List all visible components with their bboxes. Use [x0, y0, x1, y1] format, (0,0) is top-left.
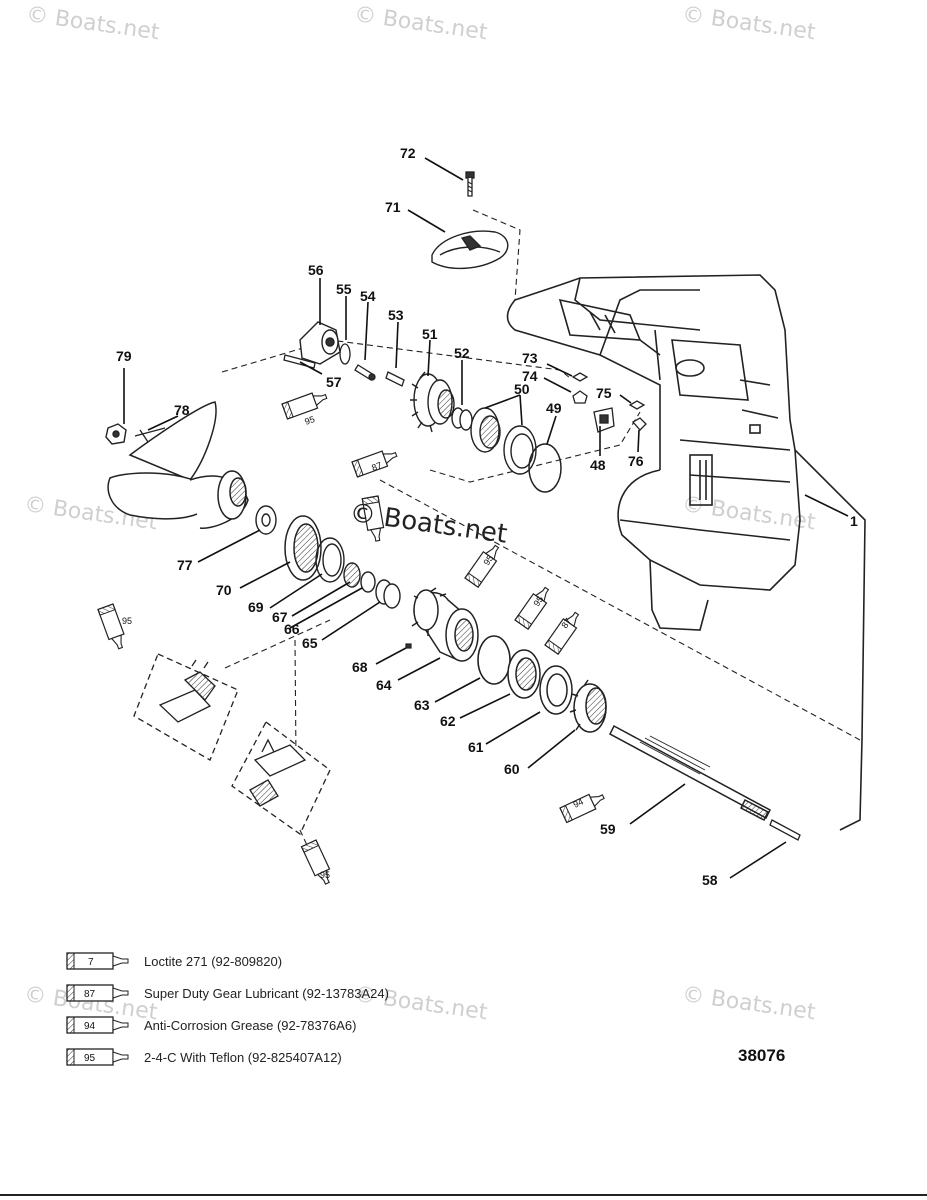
callout-78: 78 — [174, 402, 190, 418]
callout-66: 66 — [284, 621, 300, 637]
callout-51: 51 — [422, 326, 438, 342]
callout-69: 69 — [248, 599, 264, 615]
legend-row-7: 7 Loctite 271 (92-809820) — [66, 950, 486, 982]
bottom-divider — [0, 1194, 927, 1196]
legend-row-87: 87 Super Duty Gear Lubricant (92-13783A2… — [66, 982, 486, 1014]
callout-60: 60 — [504, 761, 520, 777]
legend-tube-95: 95 — [66, 1048, 129, 1066]
part-55-ring — [339, 343, 351, 365]
tube-label-95-far-right: 95 — [531, 594, 545, 608]
tube-label-95-bottom: 95 — [320, 870, 330, 880]
part-54-pin — [354, 364, 376, 381]
parts-73-76-fasteners — [571, 372, 647, 433]
legend-tube-7: 7 — [66, 952, 129, 970]
grease-tube-87-far-right — [544, 608, 584, 655]
callout-76: 76 — [628, 453, 644, 469]
tube-label-87-far-right: 87 — [559, 616, 573, 630]
tube-label-95-right: 95 — [481, 553, 495, 567]
propeller — [107, 401, 249, 529]
part-67-seal — [343, 562, 361, 588]
callout-73: 73 — [522, 350, 538, 366]
callout-59: 59 — [600, 821, 616, 837]
part-64-bearing-carrier — [411, 587, 479, 662]
detail-view-shift-cam-2 — [231, 721, 331, 835]
callout-67: 67 — [272, 609, 288, 625]
part-50-bearing — [470, 407, 537, 475]
tube-label-87-mid: 87 — [370, 460, 383, 473]
figure-number: 38076 — [738, 1046, 786, 1065]
tube-label-94: 94 — [572, 797, 585, 810]
callout-71: 71 — [385, 199, 401, 215]
legend-text-94: Anti-Corrosion Grease (92-78376A6) — [144, 1018, 357, 1033]
legend-row-94: 94 Anti-Corrosion Grease (92-78376A6) — [66, 1014, 486, 1046]
callout-58: 58 — [702, 872, 718, 888]
detail-view-shift-cam-1 — [133, 653, 239, 761]
part-70-hub — [284, 515, 322, 581]
callout-72: 72 — [400, 145, 416, 161]
callout-63: 63 — [414, 697, 430, 713]
part-53-pin — [385, 371, 405, 387]
part-59-propeller-shaft — [609, 724, 771, 822]
grease-tube-95-top — [281, 388, 330, 420]
callout-1: 1 — [850, 513, 858, 529]
legend-text-87: Super Duty Gear Lubricant (92-13783A24) — [144, 986, 389, 1001]
lubricant-legend: 7 Loctite 271 (92-809820) 87 Super Duty … — [66, 950, 486, 1078]
part-79-propeller-nut — [105, 423, 127, 445]
callout-55: 55 — [336, 281, 352, 297]
callout-75: 75 — [596, 385, 612, 401]
callout-49: 49 — [546, 400, 562, 416]
callout-70: 70 — [216, 582, 232, 598]
legend-text-7: Loctite 271 (92-809820) — [144, 954, 283, 969]
part-60-forward-gear — [569, 679, 607, 733]
callout-53: 53 — [388, 307, 404, 323]
svg-text:94: 94 — [84, 1021, 96, 1032]
part-78-tab-washer — [134, 427, 166, 443]
part-52-sleeve — [451, 407, 473, 431]
callout-54: 54 — [360, 288, 376, 304]
leader-lines — [123, 157, 849, 879]
legend-tube-94: 94 — [66, 1016, 129, 1034]
legend-row-95: 95 2-4-C With Teflon (92-825407A12) — [66, 1046, 486, 1078]
callout-61: 61 — [468, 739, 484, 755]
part-65-bearing — [375, 579, 401, 609]
tube-label-95-left: 95 — [122, 616, 132, 626]
callout-74: 74 — [522, 368, 538, 384]
callout-79: 79 — [116, 348, 132, 364]
part-66-seal — [360, 571, 376, 593]
callout-52: 52 — [454, 345, 470, 361]
callout-64: 64 — [376, 677, 392, 693]
callout-68: 68 — [352, 659, 368, 675]
part-71-anode-plate — [431, 230, 509, 270]
part-62-bearing — [507, 649, 541, 699]
callout-62: 62 — [440, 713, 456, 729]
grease-tube-95-left — [97, 603, 129, 652]
part-61-washer — [539, 665, 573, 715]
callout-65: 65 — [302, 635, 318, 651]
callout-57: 57 — [326, 374, 342, 390]
legend-tube-87: 87 — [66, 984, 129, 1002]
grease-tube-95-far-right — [514, 583, 554, 630]
part-68-pin — [405, 643, 412, 649]
part-72-screw — [465, 171, 475, 197]
svg-text:7: 7 — [88, 957, 94, 968]
callout-56: 56 — [308, 262, 324, 278]
gearcase-housing — [506, 274, 866, 831]
part-56-housing — [299, 321, 341, 365]
part-51-pinion-gear — [410, 371, 455, 433]
tube-label-95-top: 95 — [303, 414, 316, 427]
part-57-pin — [283, 354, 316, 369]
callout-50: 50 — [514, 381, 530, 397]
callout-48: 48 — [590, 457, 606, 473]
callout-77: 77 — [177, 557, 193, 573]
part-69-retainer — [315, 537, 345, 583]
part-63-o-ring — [477, 635, 511, 685]
svg-text:95: 95 — [84, 1053, 96, 1064]
part-49-o-ring — [528, 443, 562, 493]
svg-text:87: 87 — [84, 989, 96, 1000]
part-58-pin — [769, 819, 801, 841]
part-77-thrust-washer — [255, 505, 277, 535]
legend-text-95: 2-4-C With Teflon (92-825407A12) — [144, 1050, 342, 1065]
